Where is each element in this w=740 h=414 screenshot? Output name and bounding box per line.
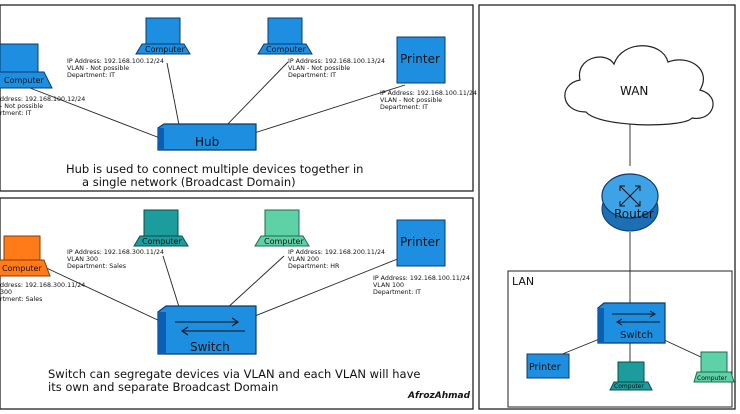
lan-box	[507, 270, 733, 408]
network-panel: WAN Router LAN	[507, 45, 735, 408]
hub-label: Hub	[195, 135, 219, 149]
hub-left-computer: Computer	[0, 43, 53, 89]
svg-text:IP Address: 192.168.200.11/24: IP Address: 192.168.200.11/24	[288, 249, 385, 256]
svg-text:ddress: 192.168.300.11/24: ddress: 192.168.300.11/24	[0, 282, 85, 289]
lan-switch-arrows-icon	[612, 310, 660, 326]
svg-text:- Not possible: - Not possible	[0, 103, 43, 110]
switch-computer-1-info: IP Address: 192.168.300.11/24 VLAN 300 D…	[67, 249, 164, 270]
svg-text:300: 300	[0, 289, 12, 296]
hub-printer: Printer	[396, 36, 446, 84]
svg-text:VLAN 100: VLAN 100	[373, 282, 404, 289]
hub-links	[29, 61, 406, 141]
hub-left-computer-info: ddress: 192.168.100.12/24 - Not possible…	[0, 96, 85, 117]
hub-device: Hub	[157, 123, 257, 151]
svg-text:ddress: 192.168.100.12/24: ddress: 192.168.100.12/24	[0, 96, 85, 103]
hub-computer-2: Computer	[257, 17, 313, 55]
router: Router	[601, 173, 659, 232]
switch-computer-1: Computer	[133, 209, 189, 247]
svg-text:Department: IT: Department: IT	[67, 72, 115, 79]
svg-text:Department: HR: Department: HR	[288, 263, 340, 270]
switch-computer-2: Computer	[254, 209, 310, 247]
lan-printer-label: Printer	[529, 362, 561, 373]
svg-text:Department: IT: Department: IT	[380, 104, 428, 111]
switch-links	[39, 255, 401, 323]
hub-computer-1-label: Computer	[145, 45, 185, 54]
svg-text:VLAN - Not possible: VLAN - Not possible	[380, 97, 442, 104]
svg-text:VLAN - Not possible: VLAN - Not possible	[288, 65, 350, 72]
lan-switch: Switch	[597, 302, 666, 344]
wan-cloud: WAN	[564, 45, 714, 126]
switch-label: Switch	[190, 340, 230, 354]
svg-text:Department: Sales: Department: Sales	[67, 263, 126, 270]
lan-computer-1: Computer	[609, 361, 653, 391]
svg-text:IP Address: 192.168.300.11/24: IP Address: 192.168.300.11/24	[67, 249, 164, 256]
switch-caption: Switch can segregate devices via VLAN an…	[48, 367, 421, 394]
svg-text:rtment: Sales: rtment: Sales	[0, 296, 42, 303]
svg-text:Hub is used to connect multipl: Hub is used to connect multiple devices …	[66, 162, 363, 176]
switch-arrows-icon	[175, 317, 245, 336]
svg-text:VLAN 200: VLAN 200	[288, 256, 319, 263]
svg-text:IP Address: 192.168.100.11/24: IP Address: 192.168.100.11/24	[373, 275, 470, 282]
svg-text:Switch can segregate devices v: Switch can segregate devices via VLAN an…	[48, 367, 421, 381]
lan-computer-1-label: Computer	[614, 383, 644, 390]
switch-computer-2-info: IP Address: 192.168.200.11/24 VLAN 200 D…	[288, 249, 385, 270]
hub-panel-border	[0, 4, 474, 192]
hub-printer-info: IP Address: 192.168.100.11/24 VLAN - Not…	[380, 90, 477, 111]
switch-left-computer: Computer	[0, 235, 51, 277]
hub-computer-1: Computer	[135, 17, 191, 55]
switch-device: Switch	[157, 305, 257, 355]
lan-computer-2: Computer	[693, 351, 735, 383]
signature: AfrozAhmad	[407, 391, 471, 401]
lan-computer-2-label: Computer	[697, 375, 727, 382]
switch-panel-border	[0, 197, 474, 410]
svg-text:VLAN 300: VLAN 300	[67, 256, 98, 263]
router-label: Router	[614, 207, 654, 221]
switch-printer-label: Printer	[400, 235, 440, 249]
hub-caption: Hub is used to connect multiple devices …	[66, 162, 363, 189]
svg-text:Department: IT: Department: IT	[373, 289, 421, 296]
switch-computer-1-label: Computer	[142, 237, 182, 246]
svg-text:IP Address: 192.168.100.12/24: IP Address: 192.168.100.12/24	[67, 58, 164, 65]
svg-text:VLAN - Not possible: VLAN - Not possible	[67, 65, 129, 72]
hub-panel: Computer ddress: 192.168.100.12/24 - Not…	[0, 17, 477, 189]
network-panel-border	[478, 4, 736, 410]
hub-computer-2-info: IP Address: 192.168.100.13/24 VLAN - Not…	[288, 58, 385, 79]
hub-computer-2-label: Computer	[266, 45, 306, 54]
lan-printer: Printer	[526, 353, 570, 379]
hub-printer-label: Printer	[400, 52, 440, 66]
switch-left-computer-label: Computer	[2, 264, 42, 273]
wan-label: WAN	[620, 84, 648, 98]
svg-text:Department: IT: Department: IT	[288, 72, 336, 79]
svg-text:rtment: IT: rtment: IT	[0, 110, 32, 117]
switch-computer-2-label: Computer	[264, 237, 304, 246]
lan-label: LAN	[512, 275, 534, 288]
svg-text:a single network (Broadcast Do: a single network (Broadcast Domain)	[82, 175, 296, 189]
router-arrows-icon	[619, 185, 641, 207]
svg-text:IP Address: 192.168.100.13/24: IP Address: 192.168.100.13/24	[288, 58, 385, 65]
svg-text:IP Address: 192.168.100.11/24: IP Address: 192.168.100.11/24	[380, 90, 477, 97]
hub-computer-1-info: IP Address: 192.168.100.12/24 VLAN - Not…	[67, 58, 164, 79]
switch-panel: Computer ddress: 192.168.300.11/24 300 r…	[0, 209, 471, 401]
switch-printer: Printer	[396, 219, 446, 267]
switch-printer-info: IP Address: 192.168.100.11/24 VLAN 100 D…	[373, 275, 470, 296]
svg-text:its own and separate Broadcast: its own and separate Broadcast Domain	[48, 380, 278, 394]
lan-switch-label: Switch	[620, 330, 653, 341]
switch-left-computer-info: ddress: 192.168.300.11/24 300 rtment: Sa…	[0, 282, 85, 303]
hub-left-computer-label: Computer	[4, 76, 44, 85]
